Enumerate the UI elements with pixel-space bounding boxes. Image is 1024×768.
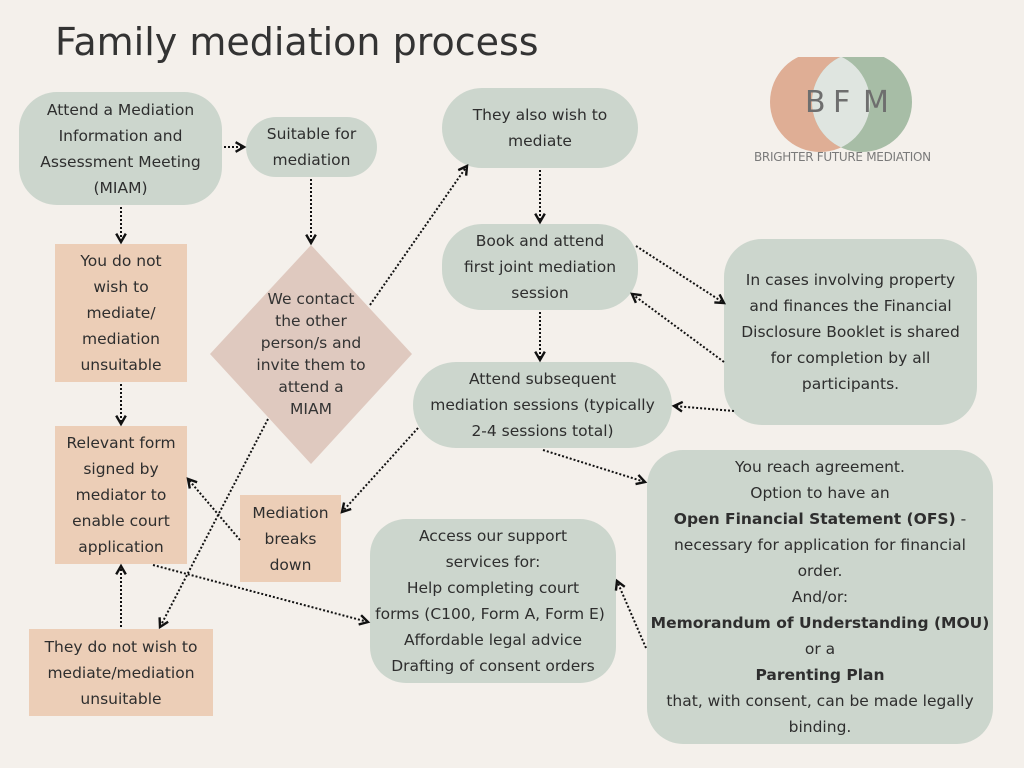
node-text: You do not [80,252,162,270]
node-text: mediate [508,132,572,150]
node-text: Information and [58,126,183,145]
node-text: Option to have an [750,484,890,502]
node-text: down [269,555,312,574]
node-text: person/s and [260,334,362,352]
node-text: You reach agreement. [735,458,905,476]
bfm-logo: B F M [770,57,912,152]
node-breaks-down: Mediation breaks down [240,495,341,582]
node-text: for completion by all [770,349,931,367]
node-text: forms (C100, Form A, Form E) [375,605,605,623]
logo-caption: BRIGHTER FUTURE MEDIATION [754,150,931,164]
node-text: mediate/ [86,304,156,322]
node-text: that, with consent, can be made legally [666,692,974,710]
node-suitable: Suitable for mediation [246,117,377,177]
logo-letter-m: M [863,85,889,120]
node-text: - [955,510,967,528]
node-text: (MIAM) [93,178,148,197]
node-text: Affordable legal advice [403,631,583,649]
node-text: Attend subsequent [468,370,617,388]
node-text: mediation sessions (typically [430,396,655,414]
node-relevant-form: Relevant form signed by mediator to enab… [55,426,187,564]
node-text: Assessment Meeting [40,152,201,171]
mou-line: Memorandum of Understanding (MOU) [651,610,990,636]
mou-term: Memorandum of Understanding (MOU) [650,614,990,632]
node-text: In cases involving property [745,271,956,289]
node-book-attend: Book and attend first joint mediation se… [442,224,638,310]
node-support: Access our support services for: Help co… [370,519,616,683]
node-text: mediation [82,330,160,348]
node-text: Attend a Mediation [46,100,195,119]
node-financial-disclosure: In cases involving property and finances… [724,239,977,425]
node-text: enable court [72,512,170,530]
node-text: Disclosure Booklet is shared [741,323,960,341]
node-text: breaks [264,529,317,548]
node-text: binding. [788,718,852,736]
node-text: wish to [93,278,149,296]
node-text: necessary for application for financial [673,536,966,554]
node-text: Book and attend [475,232,605,250]
node-text: Drafting of consent orders [391,657,595,675]
logo-letter-f: F [833,85,850,120]
node-you-do-not-wish: You do not wish to mediate/ mediation un… [55,244,187,382]
node-text: They do not wish to [44,637,198,656]
node-text: Suitable for [266,125,357,143]
node-text: And/or: [791,588,849,606]
node-they-do-not-wish: They do not wish to mediate/mediation un… [29,629,213,716]
logo-overlap [812,57,870,152]
decision-diamond [210,245,412,464]
node-agreement: You reach agreement. Option to have an O… [647,450,993,744]
node-text: Access our support [418,527,568,545]
logo-letter-b: B [805,85,826,120]
page-title: Family mediation process [55,20,539,64]
node-text: unsuitable [80,689,162,708]
parenting-plan-term: Parenting Plan [755,666,885,684]
node-text: services for: [445,553,541,571]
node-text: Mediation [252,503,329,522]
node-text: invite them to [256,356,366,374]
node-text: Help completing court [406,579,580,597]
node-text: mediator to [75,486,167,504]
node-text: mediate/mediation [47,663,195,682]
node-text: and finances the Financial [749,297,952,315]
node-text: MIAM [290,400,332,418]
node-text: mediation [272,151,351,169]
ofs-line: Open Financial Statement (OFS) - [651,506,990,532]
node-text: Relevant form [66,434,176,452]
node-text: They also wish to [472,106,608,124]
plan-line: Parenting Plan [651,662,990,688]
node-text: the other [275,312,347,330]
node-text: participants. [801,375,900,393]
node-text: signed by [83,460,159,478]
node-miam: Attend a Mediation Information and Asses… [19,92,222,205]
node-text: order. [797,562,843,580]
node-text: unsuitable [80,356,162,374]
node-text: application [78,538,164,556]
ofs-term: Open Financial Statement (OFS) [673,510,956,528]
node-text: or a [804,640,836,658]
node-subsequent: Attend subsequent mediation sessions (ty… [413,362,672,448]
node-text: attend a [278,378,344,396]
node-text: session [511,284,569,302]
node-text: first joint mediation [463,258,617,276]
node-we-contact: We contact the other person/s and invite… [240,288,382,420]
node-also-wish: They also wish to mediate [442,88,638,168]
node-text: 2-4 sessions total) [471,422,614,440]
node-text: We contact [267,290,355,308]
